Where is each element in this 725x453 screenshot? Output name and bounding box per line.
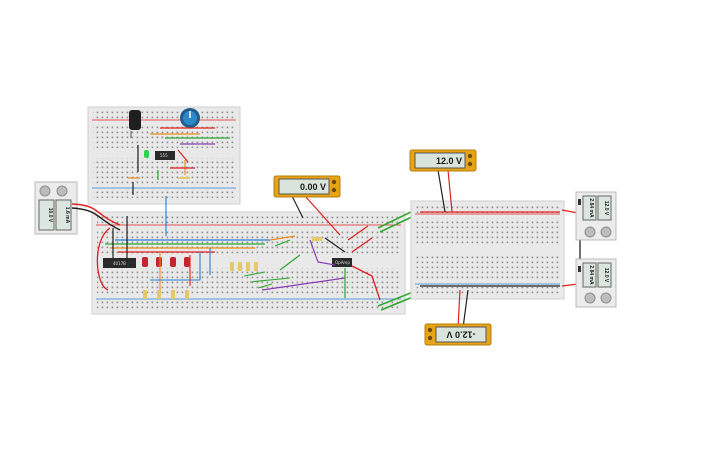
meter-left-readout: 0.00 V: [300, 182, 326, 192]
led-array-red[interactable]: [142, 257, 190, 267]
right-top-supply-voltage: 12.0 V: [603, 201, 609, 216]
meter-bottom-readout: -12.0 V: [446, 330, 475, 340]
multimeter-left[interactable]: 0.00 V: [273, 175, 341, 198]
right-bottom-supply-voltage: 12.0 V: [603, 268, 609, 283]
chip-opamp-label: OpAmp: [335, 260, 350, 265]
chip-opamp[interactable]: OpAmp: [332, 258, 352, 267]
small-board-wires: [128, 127, 230, 195]
chip-555-label: 555: [160, 153, 168, 158]
resistors-left[interactable]: [143, 237, 322, 299]
capacitor[interactable]: [129, 110, 141, 138]
power-supply-right-top[interactable]: 2.84 mA 12.0 V: [575, 191, 617, 241]
main-board-wires: [71, 196, 381, 301]
power-supply-right-bottom[interactable]: 2.84 mA 12.0 V: [575, 258, 617, 308]
multimeter-bottom[interactable]: -12.0 V: [424, 323, 492, 346]
right-top-supply-current: 2.84 mA: [588, 198, 594, 218]
potentiometer[interactable]: [180, 108, 200, 128]
left-supply-current: 1.6 mA: [64, 207, 70, 224]
power-supply-left[interactable]: 10.0 V 1.6 mA: [34, 181, 78, 235]
left-supply-voltage: 10.0 V: [47, 208, 53, 223]
chip-4017-label: 4017B: [113, 261, 126, 266]
chip-4017[interactable]: 4017B: [103, 258, 136, 268]
breadboard-small[interactable]: [87, 106, 241, 205]
multimeter-top-right[interactable]: 12.0 V: [409, 149, 477, 172]
breadboard-right[interactable]: [410, 200, 565, 300]
meter-top-right-readout: 12.0 V: [436, 156, 462, 166]
led-green[interactable]: [144, 150, 149, 158]
right-bottom-supply-current: 2.84 mA: [588, 265, 594, 285]
chip-555[interactable]: 555: [155, 151, 175, 160]
